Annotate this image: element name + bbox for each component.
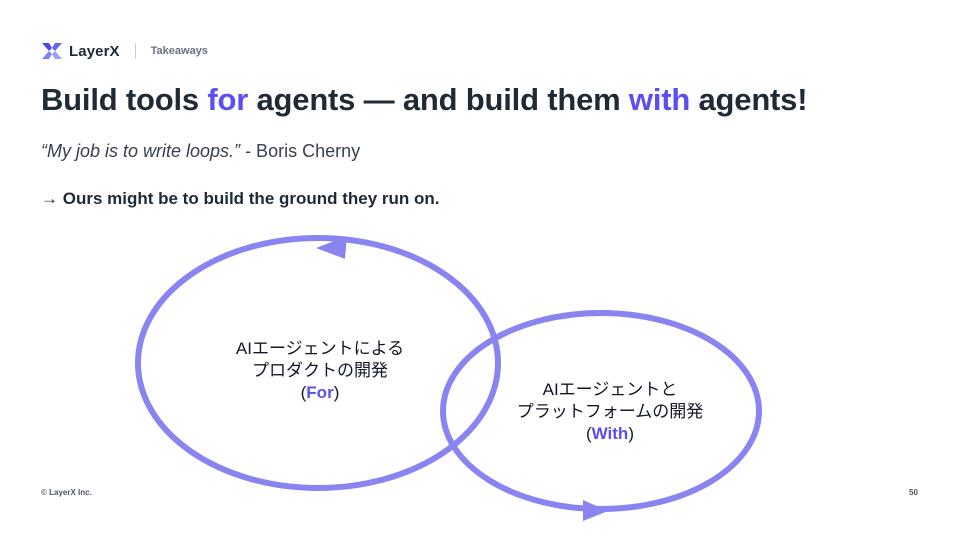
quote: “My job is to write loops.” - Boris Cher… <box>41 141 360 162</box>
header-divider <box>134 43 136 59</box>
title-keyword-for: for <box>207 82 249 117</box>
header: LayerX Takeaways <box>41 40 208 62</box>
right-cycle-arrowhead <box>583 500 608 521</box>
quote-text: “My job is to write loops.” <box>41 141 241 161</box>
right-label-line-1: AIエージェントと <box>542 380 678 399</box>
right-label-keyword: With <box>591 424 629 443</box>
title-part-3: agents! <box>690 82 808 117</box>
copyright: © LayerX Inc. <box>41 488 92 497</box>
left-cycle-arrowhead <box>316 236 347 259</box>
title-part-2: agents — and build them <box>248 82 629 117</box>
left-label-line-1: AIエージェントによる <box>235 339 405 358</box>
right-label-keyword-line: (With) <box>585 424 634 443</box>
right-label-line-2: プラットフォームの開発 <box>516 402 704 421</box>
left-label-keyword: For <box>306 383 334 402</box>
page-number: 50 <box>909 488 918 497</box>
takeaway-line: → Ours might be to build the ground they… <box>41 189 440 208</box>
title-keyword-with: with <box>628 82 691 117</box>
page-title: Build tools for agents — and build them … <box>41 82 808 118</box>
section-label: Takeaways <box>150 45 208 57</box>
left-label-keyword-line: (For) <box>300 383 340 402</box>
layerx-logo-icon <box>42 43 62 59</box>
left-cycle-circle <box>135 235 501 491</box>
quote-attribution: - Boris Cherny <box>240 141 361 161</box>
left-cycle-label: AIエージェントによる プロダクトの開発 (For) <box>210 338 430 404</box>
title-part-1: Build tools <box>41 82 208 117</box>
right-cycle-label: AIエージェントと プラットフォームの開発 (With) <box>490 379 730 445</box>
brand-name: LayerX <box>69 42 120 60</box>
left-label-line-2: プロダクトの開発 <box>252 361 388 380</box>
